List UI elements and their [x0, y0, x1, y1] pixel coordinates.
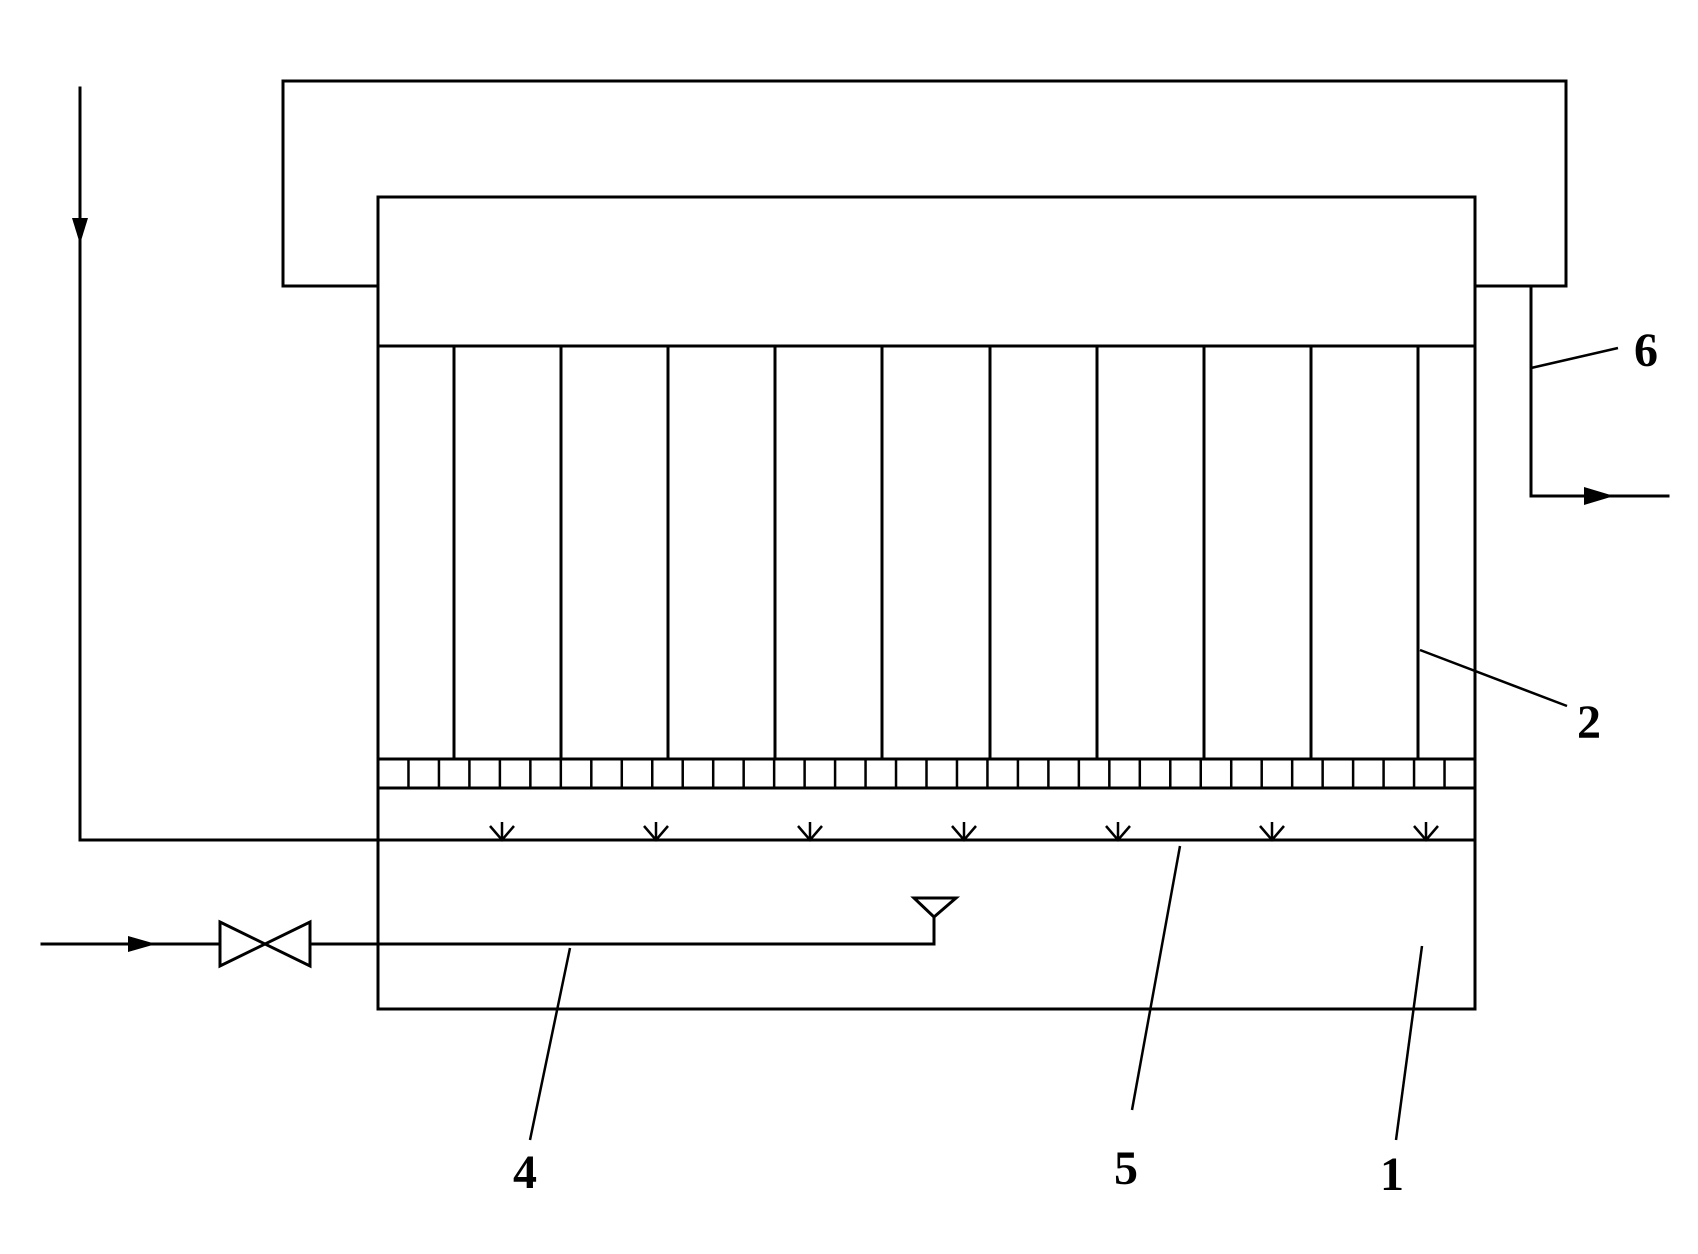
nozzle-arrow-icon — [1105, 825, 1131, 842]
leader-2 — [1419, 648, 1568, 708]
funnel-icon — [910, 896, 961, 920]
outer-cover — [281, 79, 1568, 288]
nozzle-arrow-icon — [951, 825, 977, 842]
nozzle-arrow-icon — [797, 825, 823, 842]
perforated-grid — [407, 759, 1446, 788]
nozzle-arrow-icon — [1259, 825, 1285, 842]
valve-icon — [218, 919, 312, 969]
leader-6 — [1530, 346, 1619, 370]
tank-body — [376, 195, 1477, 1011]
outlet-pipe — [1529, 284, 1670, 498]
label-1: 1 — [1380, 1148, 1404, 1201]
right-arrow-icon — [128, 936, 156, 952]
label-6: 6 — [1634, 324, 1658, 377]
vertical-plates — [452, 344, 1420, 761]
nozzle-arrow-icon — [489, 825, 515, 842]
leader-1 — [1394, 945, 1424, 1141]
label-4: 4 — [513, 1146, 537, 1199]
nozzle-arrow-icon — [1413, 825, 1439, 842]
label-5: 5 — [1114, 1142, 1138, 1195]
spray-nozzles — [489, 822, 1439, 842]
leader-4 — [528, 947, 572, 1141]
down-arrow-icon — [72, 218, 88, 244]
label-2: 2 — [1577, 696, 1601, 749]
outlet-arrow-icon — [1584, 487, 1614, 505]
leader-5 — [1130, 845, 1182, 1111]
nozzle-arrow-icon — [643, 825, 669, 842]
